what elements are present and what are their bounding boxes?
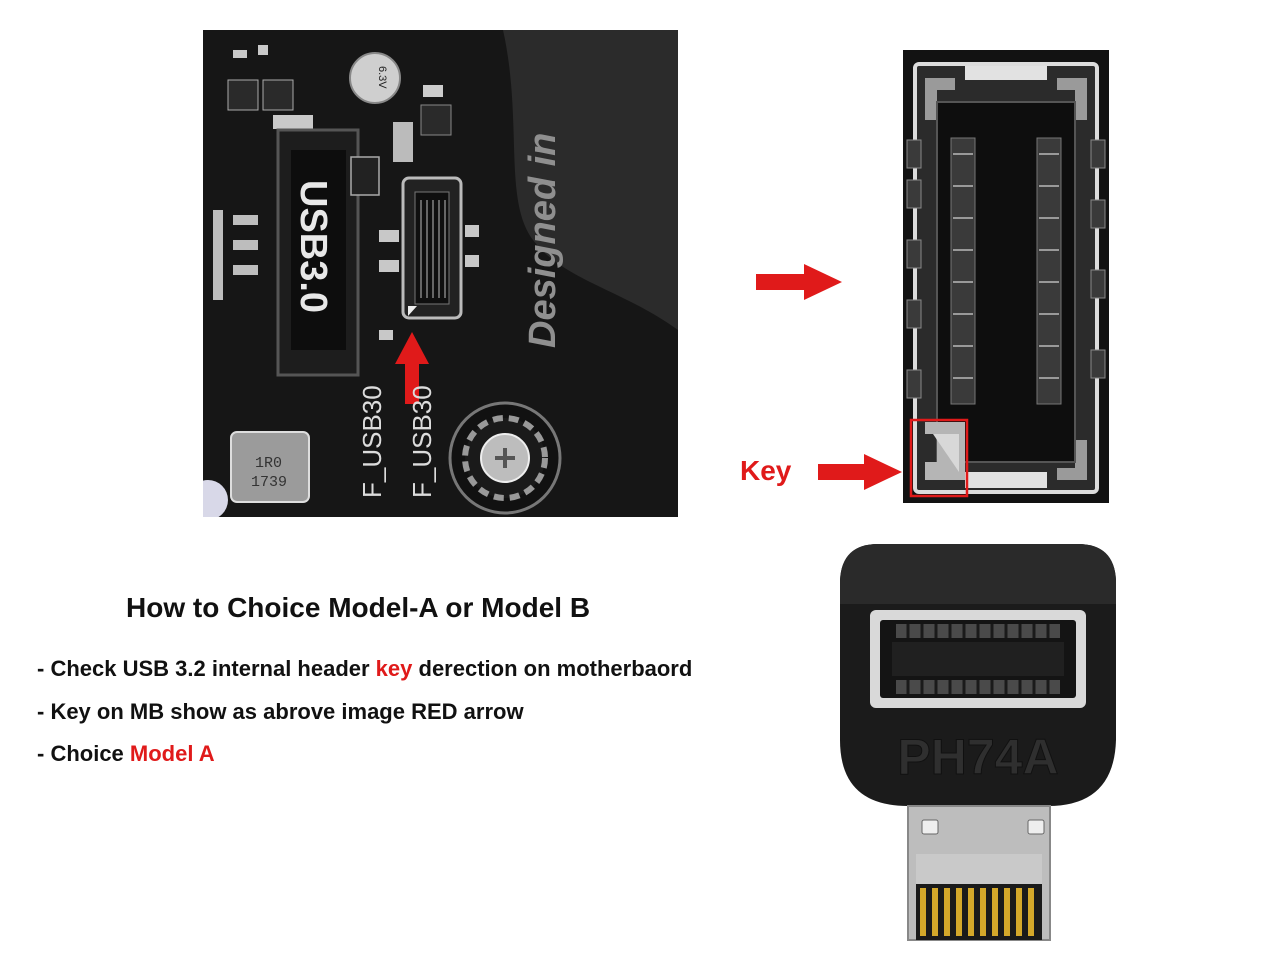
instruction-3-prefix: - Choice — [37, 741, 130, 766]
instruction-line-1: - Check USB 3.2 internal header key dere… — [37, 656, 692, 682]
capacitor-text: 6.3V — [376, 66, 388, 89]
header-closeup-illustration — [903, 50, 1109, 503]
adapter-photo: PH74A — [838, 544, 1118, 944]
key-arrow-icon — [818, 454, 902, 490]
mb-key-arrow — [395, 332, 429, 404]
silk-f-usb30-b: F_USB30 — [407, 385, 437, 498]
key-highlight-box — [909, 418, 969, 498]
silk-f-usb30-a: F_USB30 — [357, 385, 387, 498]
instruction-1-suffix: derection on motherbaord — [412, 656, 693, 681]
right-arrow-icon — [756, 264, 842, 300]
adapter-model-text: PH74A — [897, 729, 1058, 785]
instruction-1-prefix: - Check USB 3.2 internal header — [37, 656, 376, 681]
header-closeup-photo — [903, 50, 1109, 503]
inductor-line1: 1R0 — [255, 455, 282, 472]
motherboard-illustration: 6.3V USB3.0 — [203, 30, 678, 517]
instruction-1-key-word: key — [375, 656, 413, 681]
silk-usb30: USB3.0 — [292, 180, 334, 313]
instruction-line-3: - Choice Model A — [37, 741, 215, 767]
motherboard-photo: 6.3V USB3.0 — [203, 30, 678, 517]
instruction-line-2: - Key on MB show as abrove image RED arr… — [37, 699, 524, 724]
instruction-3-model: Model A — [129, 741, 215, 766]
inductor-line2: 1739 — [251, 474, 287, 491]
key-label: Key — [740, 455, 792, 486]
adapter-illustration: PH74A — [840, 544, 1116, 941]
page-title: How to Choice Model-A or Model B — [126, 592, 591, 623]
silk-designed-in: Designed in — [522, 133, 564, 348]
